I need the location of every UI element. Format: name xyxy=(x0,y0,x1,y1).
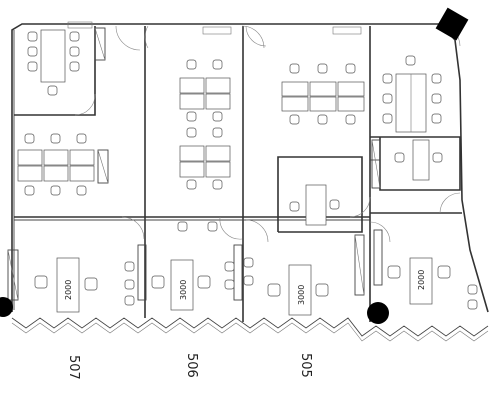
chair-icon xyxy=(76,133,87,144)
chair-icon xyxy=(317,63,328,74)
workstation-desk xyxy=(43,165,69,182)
chair-icon xyxy=(124,261,135,272)
columns xyxy=(0,7,469,324)
desk-size-label: 2000 xyxy=(417,270,426,290)
chair-icon xyxy=(224,261,235,272)
workstation-desk xyxy=(309,96,337,112)
workstation-desk xyxy=(179,161,205,178)
workstation-desk xyxy=(43,149,69,166)
chair-icon xyxy=(186,59,197,70)
workstation-desk xyxy=(309,81,337,97)
office-desks: 2000 3000 3000 2000 xyxy=(56,139,433,316)
workstation-desk xyxy=(17,149,43,166)
chair-icon xyxy=(27,46,38,57)
chairs xyxy=(24,31,478,310)
chair-icon xyxy=(212,179,223,190)
unit-number-505: 505 xyxy=(298,353,313,378)
chair-icon xyxy=(243,257,254,268)
workstation-desk xyxy=(17,165,43,182)
chair-icon xyxy=(243,275,254,286)
door-swings xyxy=(74,25,461,243)
chair-icon xyxy=(197,275,211,289)
desk-size-label: 2000 xyxy=(64,280,73,300)
chair-icon xyxy=(186,127,197,138)
chair-icon xyxy=(27,61,38,72)
chair-icon xyxy=(151,275,165,289)
chair-icon xyxy=(50,133,61,144)
structural-column xyxy=(435,7,469,41)
chair-icon xyxy=(467,299,478,310)
chair-icon xyxy=(76,185,87,196)
workstation-desk xyxy=(205,77,231,94)
conference-tables xyxy=(40,29,427,133)
desk-size-label: 3000 xyxy=(297,285,306,305)
workstation-desk xyxy=(205,93,231,110)
unit-number-507: 507 xyxy=(66,355,81,380)
chair-icon xyxy=(34,275,48,289)
chair-icon xyxy=(27,31,38,42)
chair-icon xyxy=(212,111,223,122)
workstation-desk xyxy=(69,149,95,166)
chair-icon xyxy=(69,46,80,57)
chair-icon xyxy=(431,93,442,104)
chair-icon xyxy=(47,85,58,96)
cabinets xyxy=(7,27,383,301)
chair-icon xyxy=(224,279,235,290)
chair-icon xyxy=(267,283,281,297)
chair-icon xyxy=(24,133,35,144)
chair-icon xyxy=(289,114,300,125)
chair-icon xyxy=(405,55,416,66)
chair-icon xyxy=(289,63,300,74)
chair-icon xyxy=(329,199,340,210)
workstations xyxy=(17,77,365,182)
chair-icon xyxy=(186,111,197,122)
workstation-desk xyxy=(179,145,205,162)
chair-icon xyxy=(24,185,35,196)
chair-icon xyxy=(382,113,393,124)
chair-icon xyxy=(212,59,223,70)
partition-walls xyxy=(14,26,462,322)
chair-icon xyxy=(317,114,328,125)
chair-icon xyxy=(431,73,442,84)
chair-icon xyxy=(382,93,393,104)
chair-icon xyxy=(124,295,135,306)
chair-icon xyxy=(289,201,300,212)
workstation-desk xyxy=(179,93,205,110)
chair-icon xyxy=(437,265,451,279)
chair-icon xyxy=(212,127,223,138)
chair-icon xyxy=(345,114,356,125)
chair-icon xyxy=(50,185,61,196)
chair-icon xyxy=(207,221,218,232)
workstation-desk xyxy=(205,161,231,178)
chair-icon xyxy=(394,152,405,163)
workstation-desk xyxy=(69,165,95,182)
wall-tags xyxy=(67,21,362,35)
structural-column xyxy=(0,297,13,317)
chair-icon xyxy=(315,283,329,297)
chair-icon xyxy=(387,265,401,279)
workstation-desk xyxy=(337,96,365,112)
desk-size-label: 3000 xyxy=(179,280,188,300)
chair-icon xyxy=(124,279,135,290)
chair-icon xyxy=(467,284,478,295)
structural-column xyxy=(367,302,389,324)
chair-icon xyxy=(345,63,356,74)
chair-icon xyxy=(382,73,393,84)
chair-icon xyxy=(431,113,442,124)
chair-icon xyxy=(177,221,188,232)
workstation-desk xyxy=(179,77,205,94)
unit-number-506: 506 xyxy=(184,353,199,378)
workstation-desk xyxy=(281,96,309,112)
workstation-desk xyxy=(281,81,309,97)
chair-icon xyxy=(84,277,98,291)
facade xyxy=(11,317,489,342)
chair-icon xyxy=(186,179,197,190)
exterior-walls xyxy=(11,23,489,313)
chair-icon xyxy=(69,61,80,72)
chair-icon xyxy=(432,152,443,163)
workstation-desk xyxy=(337,81,365,97)
workstation-desk xyxy=(205,145,231,162)
chair-icon xyxy=(69,31,80,42)
